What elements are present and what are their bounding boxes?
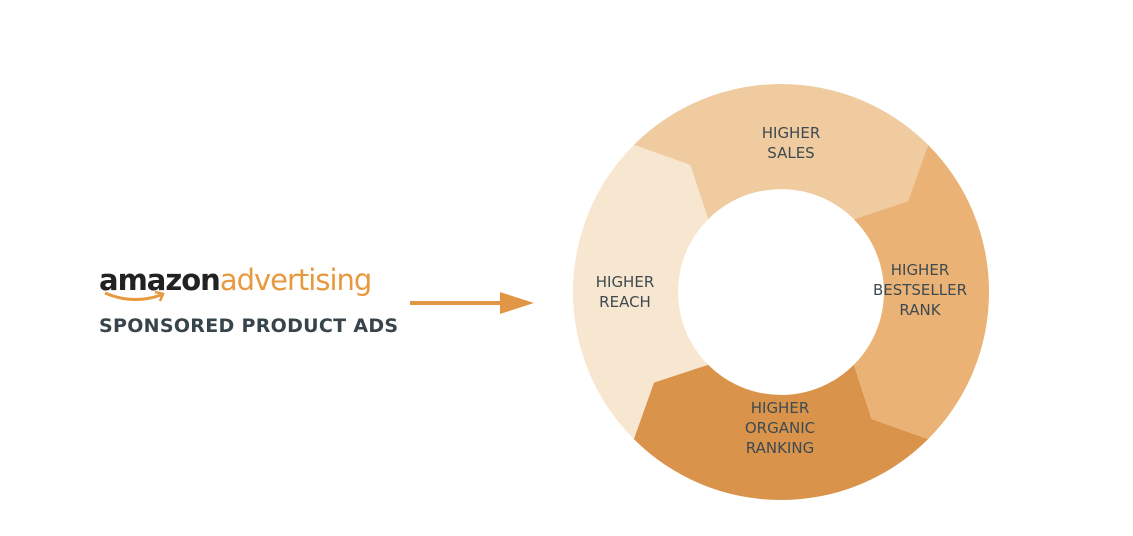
amazon-smile-icon	[104, 290, 165, 302]
segment-sales	[633, 83, 929, 220]
arrow-icon	[410, 292, 534, 314]
amazon-advertising-logo: amazonadvertising	[99, 262, 372, 298]
segment-bestseller	[853, 144, 990, 440]
label-bestseller: RANK	[899, 301, 941, 319]
label-organic: HIGHER	[751, 399, 810, 417]
label-sales: SALES	[767, 144, 814, 162]
logo-advertising-text: advertising	[219, 263, 372, 297]
subtitle: SPONSORED PRODUCT ADS	[99, 315, 399, 337]
logo-amazon-text: amazon	[99, 263, 221, 297]
label-sales: HIGHER	[762, 124, 821, 142]
label-bestseller: BESTSELLER	[873, 281, 967, 299]
label-bestseller: HIGHER	[891, 261, 950, 279]
segment-reach	[572, 144, 709, 440]
segment-organic	[633, 364, 929, 501]
label-organic: ORGANIC	[745, 419, 815, 437]
label-reach: REACH	[599, 293, 651, 311]
label-organic: RANKING	[746, 439, 814, 457]
label-reach: HIGHER	[596, 273, 655, 291]
